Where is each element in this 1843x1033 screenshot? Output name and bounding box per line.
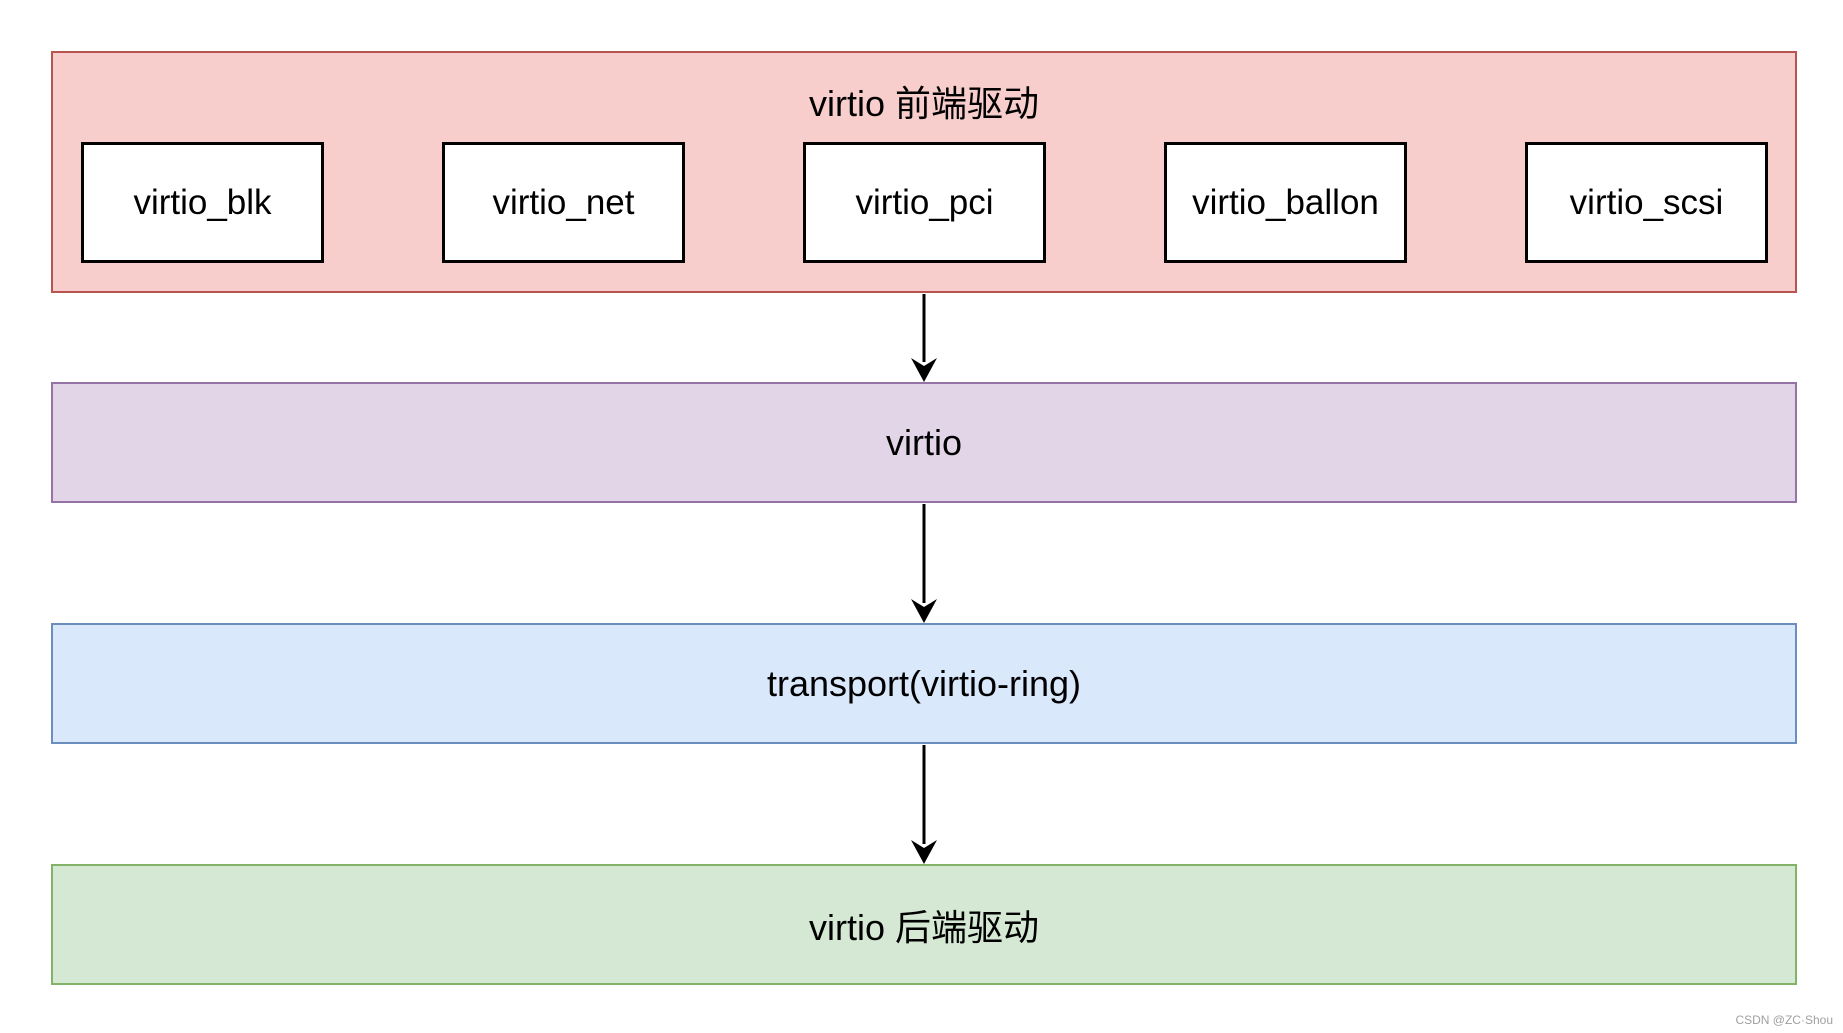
frontend-driver-title: virtio 前端驱动 bbox=[808, 83, 1039, 124]
arrow-transport-to-backend bbox=[911, 745, 937, 864]
module-virtio-blk: virtio_blk bbox=[81, 142, 324, 263]
module-virtio-scsi: virtio_scsi bbox=[1525, 142, 1768, 263]
transport-layer-label: transport(virtio-ring) bbox=[766, 662, 1082, 704]
watermark: CSDN @ZC·Shou bbox=[1735, 1013, 1833, 1027]
transport-layer: transport(virtio-ring) bbox=[51, 623, 1797, 744]
module-virtio-pci: virtio_pci bbox=[803, 142, 1046, 263]
backend-driver-layer: virtio 后端驱动 bbox=[51, 864, 1797, 985]
virtio-layer-label: virtio bbox=[885, 421, 962, 463]
arrow-frontend-to-virtio bbox=[911, 294, 937, 382]
module-virtio-ballon: virtio_ballon bbox=[1164, 142, 1407, 263]
virtio-layer: virtio bbox=[51, 382, 1797, 503]
frontend-module-row: virtio_blk virtio_net virtio_pci virtio_… bbox=[81, 142, 1768, 263]
arrow-virtio-to-transport bbox=[911, 504, 937, 623]
backend-driver-label: virtio 后端驱动 bbox=[808, 906, 1039, 948]
module-virtio-net: virtio_net bbox=[442, 142, 685, 263]
frontend-driver-layer: virtio 前端驱动 virtio_blk virtio_net virtio… bbox=[51, 51, 1797, 293]
